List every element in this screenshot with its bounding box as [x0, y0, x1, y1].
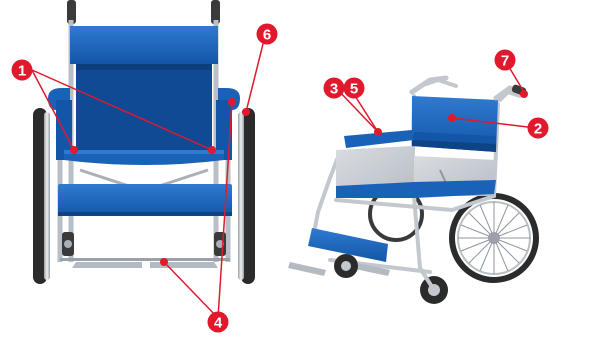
- callout-4-label: 4: [214, 315, 223, 332]
- callout-6-label: 6: [263, 27, 271, 44]
- side-rear-wheel: [452, 196, 536, 280]
- callout-1: 1: [12, 60, 33, 81]
- front-view-wheelchair: [33, 0, 255, 284]
- callout-2: 2: [528, 118, 549, 139]
- front-legrest-panel: [58, 184, 232, 216]
- callout-2-label: 2: [534, 121, 542, 138]
- callout-3-label: 3: [330, 81, 338, 98]
- callout-3: 3: [324, 78, 345, 99]
- front-seat: [64, 150, 224, 165]
- front-armrest-right: [216, 88, 240, 160]
- callout-7: 7: [495, 50, 516, 71]
- callout-5: 5: [344, 78, 365, 99]
- callout-6: 6: [257, 24, 278, 45]
- front-rear-wheel-right: [238, 108, 255, 284]
- front-rear-wheel-left: [33, 108, 50, 284]
- side-push-handles: [412, 78, 527, 98]
- front-casters: [62, 232, 226, 256]
- side-backrest: [412, 96, 498, 152]
- front-push-handles: [67, 0, 220, 24]
- callout-4: 4: [208, 312, 229, 333]
- callout-5-label: 5: [350, 81, 358, 98]
- front-backrest: [70, 26, 218, 160]
- callout-7-label: 7: [501, 53, 509, 70]
- front-footrests: [60, 258, 230, 268]
- side-view-wheelchair: [288, 78, 536, 304]
- side-casters: [334, 254, 448, 304]
- callout-1-label: 1: [18, 63, 26, 80]
